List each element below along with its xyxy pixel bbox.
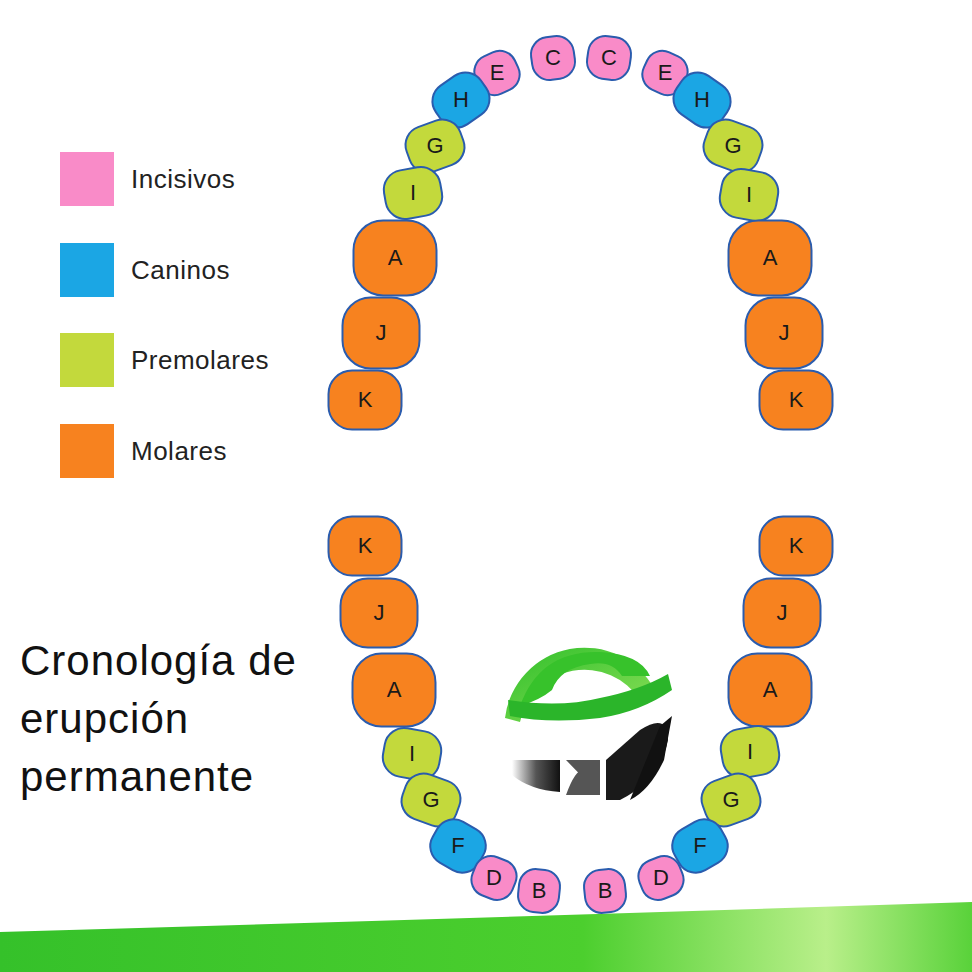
tooth-shape: K: [758, 369, 834, 431]
tooth-letter: G: [724, 135, 741, 157]
tooth-letter: D: [653, 867, 669, 889]
tooth-letter: F: [693, 835, 706, 857]
tooth-shape: G: [401, 775, 461, 825]
legend-swatch: [60, 424, 114, 478]
tooth-letter: E: [490, 62, 505, 84]
legend-swatch: [60, 243, 114, 297]
legend-label: Premolares: [131, 345, 269, 376]
tooth-letter: K: [358, 535, 373, 557]
tooth-letter: A: [763, 679, 778, 701]
tooth-letter: G: [426, 135, 443, 157]
tooth-letter: A: [763, 247, 778, 269]
tooth-shape: I: [720, 726, 780, 778]
tooth-letter: G: [722, 789, 739, 811]
tooth-letter: K: [789, 389, 804, 411]
tooth-shape: D: [471, 856, 517, 900]
tooth-shape: H: [673, 75, 731, 125]
tooth-letter: B: [598, 880, 613, 902]
tooth-shape: B: [583, 868, 627, 914]
tooth-letter: C: [545, 47, 561, 69]
tooth-letter: I: [410, 182, 416, 204]
tooth-letter: I: [409, 743, 415, 765]
tooth-shape: A: [727, 219, 813, 297]
tooth-shape: H: [432, 75, 490, 125]
tooth-shape: C: [530, 35, 576, 81]
tooth-letter: E: [658, 62, 673, 84]
tooth-letter: J: [779, 322, 790, 344]
logo: [505, 648, 672, 800]
tooth-shape: G: [701, 775, 761, 825]
tooth-letter: J: [374, 602, 385, 624]
tooth-shape: J: [744, 296, 824, 370]
legend-swatch: [60, 152, 114, 206]
green-band: [0, 902, 972, 972]
tooth-letter: I: [747, 741, 753, 763]
tooth-letter: C: [601, 47, 617, 69]
tooth-letter: B: [532, 880, 547, 902]
tooth-letter: A: [388, 247, 403, 269]
tooth-letter: F: [451, 835, 464, 857]
tooth-letter: J: [777, 602, 788, 624]
tooth-shape: D: [638, 856, 684, 900]
tooth-shape: A: [351, 652, 437, 728]
tooth-letter: K: [789, 535, 804, 557]
legend-label: Incisivos: [131, 164, 235, 195]
tooth-shape: K: [758, 515, 834, 577]
tooth-shape: I: [383, 167, 443, 219]
tooth-shape: A: [352, 219, 438, 297]
tooth-letter: H: [694, 89, 710, 111]
tooth-shape: I: [382, 728, 442, 780]
tooth-letter: J: [376, 322, 387, 344]
tooth-letter: D: [486, 867, 502, 889]
tooth-shape: I: [719, 169, 779, 221]
tooth-shape: C: [586, 35, 632, 81]
tooth-shape: G: [405, 121, 465, 171]
tooth-letter: K: [358, 389, 373, 411]
tooth-letter: I: [746, 184, 752, 206]
tooth-shape: K: [327, 369, 403, 431]
tooth-letter: H: [453, 89, 469, 111]
tooth-letter: G: [422, 789, 439, 811]
diagram-title: Cronología de erupción permanente: [20, 632, 320, 806]
tooth-shape: J: [341, 296, 421, 370]
tooth-letter: A: [387, 679, 402, 701]
tooth-shape: G: [703, 121, 763, 171]
tooth-shape: B: [517, 868, 561, 914]
legend-label: Molares: [131, 436, 227, 467]
legend-swatch: [60, 333, 114, 387]
tooth-shape: A: [727, 652, 813, 728]
tooth-shape: J: [742, 577, 822, 649]
tooth-shape: K: [327, 515, 403, 577]
tooth-shape: F: [672, 821, 728, 871]
tooth-shape: J: [339, 577, 419, 649]
legend-label: Caninos: [131, 255, 230, 286]
